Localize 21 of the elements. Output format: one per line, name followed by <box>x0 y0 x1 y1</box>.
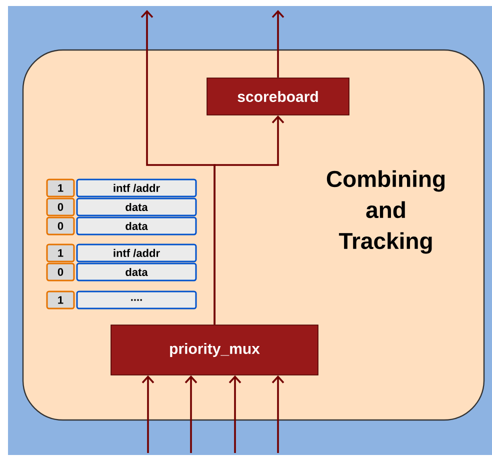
flag-cell: 0 <box>46 216 75 236</box>
field-cell: data <box>76 262 197 282</box>
field-cell: data <box>76 198 197 216</box>
arrow <box>214 115 284 325</box>
flag-cell: 1 <box>46 178 75 198</box>
arrow <box>184 375 198 453</box>
arrow <box>142 375 154 453</box>
arrow <box>272 375 284 453</box>
heading: Combining and Tracking <box>326 170 445 254</box>
arrow <box>272 10 284 78</box>
field-cell: data <box>76 216 197 236</box>
field-cell: intf /addr <box>76 178 197 198</box>
process-box: priority_mux <box>110 324 318 376</box>
arrow <box>228 375 242 453</box>
flag-cell: 1 <box>46 290 75 310</box>
field-cell: .... <box>76 290 197 310</box>
flag-cell: 1 <box>46 244 75 262</box>
flag-cell: 0 <box>46 262 75 282</box>
process-box: scoreboard <box>206 78 350 116</box>
field-cell: intf /addr <box>76 244 197 262</box>
flag-cell: 0 <box>46 198 75 216</box>
